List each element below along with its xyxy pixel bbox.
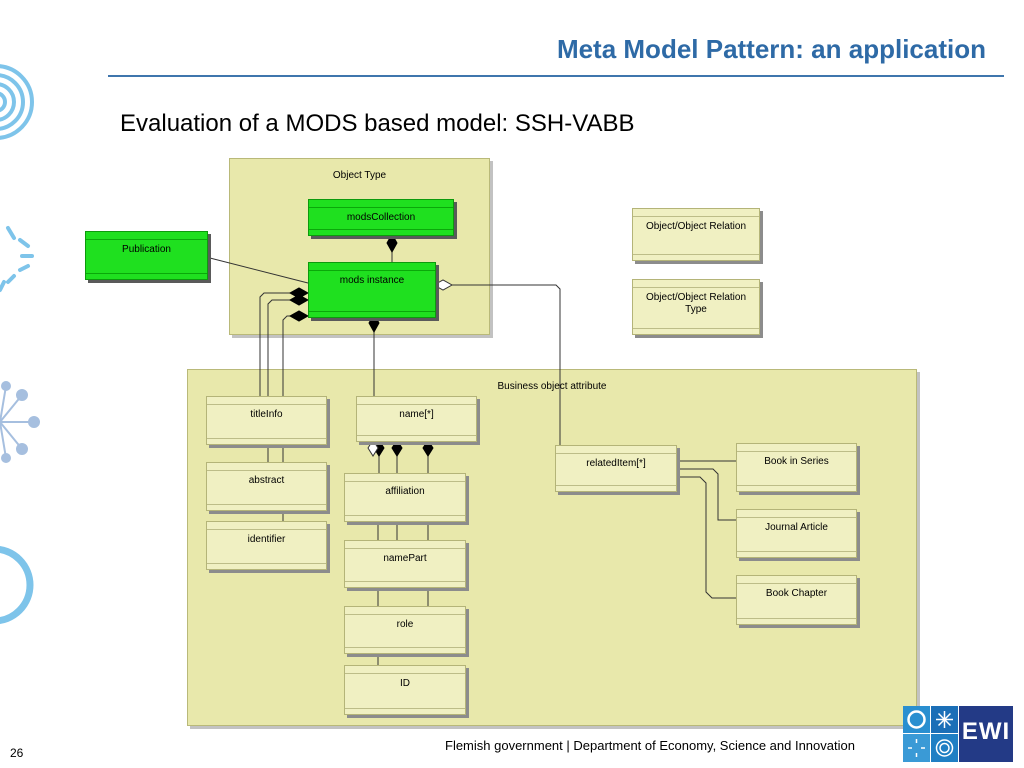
class-object-object-relation-type[interactable]: Object/Object Relation Type — [632, 279, 760, 335]
class-title-info[interactable]: titleInfo — [206, 396, 327, 445]
class-label: Object/Object Relation Type — [645, 292, 747, 315]
class-label: abstract — [248, 475, 285, 486]
class-journal-article[interactable]: Journal Article — [736, 509, 857, 558]
ewi-logo-tiles-icon — [903, 706, 1013, 762]
concentric-circles-icon — [0, 64, 34, 140]
class-mods-instance[interactable]: mods instance — [308, 262, 436, 318]
title-divider — [108, 75, 1004, 77]
class-book-chapter[interactable]: Book Chapter — [736, 575, 857, 625]
class-label: affiliation — [385, 486, 425, 497]
slide-subtitle: Evaluation of a MODS based model: SSH-VA… — [120, 110, 635, 137]
slide-title: Meta Model Pattern: an application — [556, 34, 986, 64]
class-related-item[interactable]: relatedItem[*] — [555, 445, 677, 492]
class-label: modsCollection — [346, 212, 416, 223]
class-label: Book in Series — [764, 456, 829, 467]
class-book-in-series[interactable]: Book in Series — [736, 443, 857, 492]
class-label: titleInfo — [250, 409, 283, 420]
class-affiliation[interactable]: affiliation — [344, 473, 466, 522]
decorative-motifs — [0, 64, 40, 625]
class-object-object-relation[interactable]: Object/Object Relation — [632, 208, 760, 261]
class-label: Book Chapter — [765, 588, 828, 599]
class-publication[interactable]: Publication — [85, 231, 208, 280]
ring-icon — [0, 545, 34, 625]
class-mods-collection[interactable]: modsCollection — [308, 199, 454, 236]
ewi-logo: EWI — [903, 706, 1013, 762]
class-id[interactable]: ID — [344, 665, 466, 715]
package-label: Business object attribute — [497, 381, 607, 392]
class-role[interactable]: role — [344, 606, 466, 654]
class-abstract[interactable]: abstract — [206, 462, 327, 511]
class-identifier[interactable]: identifier — [206, 521, 327, 570]
sunburst-icon — [0, 226, 34, 292]
class-label: relatedItem[*] — [586, 458, 646, 469]
footer-text: Flemish government | Department of Econo… — [445, 738, 855, 753]
class-label: name[*] — [399, 409, 434, 420]
class-label: namePart — [383, 553, 427, 564]
page-number: 26 — [10, 746, 24, 760]
class-label: mods instance — [339, 275, 405, 286]
package-label: Object Type — [332, 170, 387, 181]
class-label: identifier — [247, 534, 286, 545]
class-label: role — [396, 619, 414, 630]
class-label: ID — [400, 678, 410, 689]
network-node-icon — [0, 381, 40, 463]
class-label: Publication — [122, 244, 171, 255]
class-label: Journal Article — [765, 522, 828, 533]
class-name-part[interactable]: namePart — [344, 540, 466, 588]
class-label: Object/Object Relation — [645, 221, 747, 232]
ewi-logo-text: EWI — [961, 718, 1011, 745]
class-name[interactable]: name[*] — [356, 396, 477, 442]
